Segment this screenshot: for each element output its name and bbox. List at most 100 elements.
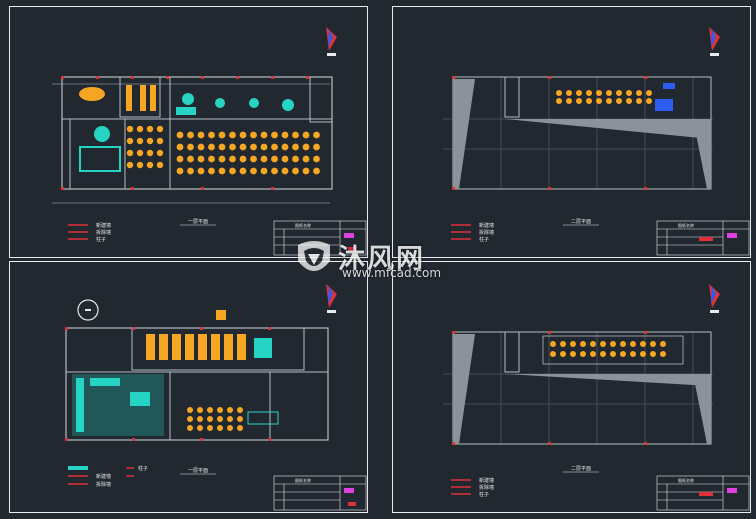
fixture-mark (556, 90, 562, 96)
fixture-mark (146, 161, 154, 169)
fixture-mark (302, 131, 310, 139)
fixture-mark (271, 131, 278, 139)
floor-plan-2: 新建墙 拆除墙 柱子 二层平面 图纸名称 (443, 27, 750, 256)
fixture-mark (197, 167, 205, 175)
fixture-mark (218, 155, 226, 163)
fixture-mark (146, 137, 154, 145)
sheet-caption: 二层平面 (571, 219, 591, 225)
fixture-mark (187, 425, 193, 431)
floor-plan-1: 新建墙 拆除墙 柱子 一层平面 图纸名称 (52, 27, 367, 256)
fixture-mark (550, 341, 556, 347)
fixture-mark (197, 131, 205, 139)
fixture-mark (237, 407, 243, 413)
fixture-mark (586, 98, 592, 104)
fixture-mark (218, 131, 226, 139)
fixture-mark (208, 167, 215, 175)
fixture-mark (271, 167, 278, 175)
fixture-mark (550, 351, 556, 357)
fixture-mark (570, 351, 576, 357)
fixture-mark (176, 155, 184, 163)
section-marker-icon (77, 299, 99, 321)
booth-mark (224, 334, 233, 360)
drawing-sheet-bottom-right[interactable]: 新建墙 拆除墙 柱子 二层平面 图纸名称 (392, 261, 751, 513)
fixture-mark (590, 341, 596, 347)
sheet-caption: 一层平面 (188, 219, 208, 225)
booth-mark (211, 334, 220, 360)
fixture-mark (630, 351, 636, 357)
fixture-mark (227, 407, 233, 413)
fixture-mark (260, 131, 268, 139)
fixture-mark (650, 351, 656, 357)
fixture-mark (237, 425, 243, 431)
fixture-mark (156, 149, 164, 157)
fixture-mark (126, 137, 134, 145)
fixture-mark (576, 98, 582, 104)
fixture-mark (176, 131, 184, 139)
legend-label: 新建墙 (479, 222, 494, 229)
booth-mark (159, 334, 168, 360)
fixture-mark (229, 131, 236, 139)
fixture-mark (302, 155, 310, 163)
fixture-mark (156, 125, 164, 133)
north-arrow-icon (326, 27, 337, 56)
fixture-mark (187, 155, 194, 163)
fixture-mark (229, 143, 236, 151)
fixture-mark (302, 143, 310, 151)
fixture-mark (136, 125, 144, 133)
fixture-mark (218, 143, 226, 151)
fixture-mark (620, 351, 626, 357)
fixture-mark (208, 143, 215, 151)
fixture-mark (626, 90, 632, 96)
fixture-mark (596, 90, 602, 96)
fixture-mark (596, 98, 602, 104)
fixture-mark (208, 131, 215, 139)
fixture-mark (580, 341, 586, 347)
legend-label: 柱子 (479, 236, 489, 243)
fixture-mark (197, 425, 203, 431)
fixture-mark (156, 137, 164, 145)
fixture-mark (620, 341, 626, 347)
fixture-mark (187, 407, 193, 413)
fixture-mark (556, 98, 562, 104)
fixture-mark (281, 155, 289, 163)
drawing-sheet-top-right[interactable]: 新建墙 拆除墙 柱子 二层平面 图纸名称 (392, 6, 751, 258)
fixture-mark (217, 407, 223, 413)
fixture-mark (646, 98, 652, 104)
fixture-mark (281, 131, 289, 139)
fixture-mark (660, 341, 666, 347)
legend-label: 柱子 (479, 491, 489, 498)
fixture-mark (136, 137, 144, 145)
fixture-mark (136, 149, 144, 157)
fixture-mark (616, 98, 622, 104)
fixture-mark (636, 90, 642, 96)
fixture-mark (136, 161, 144, 169)
fixture-mark (292, 143, 299, 151)
fixture-mark (126, 149, 134, 157)
fixture-mark (630, 341, 636, 347)
fixture-mark (586, 90, 592, 96)
legend-label: 拆除墙 (479, 229, 494, 236)
fixture-mark (606, 98, 612, 104)
fixture-mark (208, 155, 215, 163)
fixture-mark (650, 341, 656, 347)
legend-label: 拆除墙 (96, 229, 111, 236)
fixture-mark (640, 341, 646, 347)
title-block-label: 图纸名称 (295, 222, 311, 228)
booth-mark (198, 334, 207, 360)
floor-plan-4: 新建墙 拆除墙 柱子 二层平面 图纸名称 (443, 284, 750, 511)
fixture-mark (566, 98, 572, 104)
north-arrow-icon (709, 27, 720, 56)
fixture-mark (260, 143, 268, 151)
fixture-mark (292, 131, 299, 139)
legend-label: 拆除墙 (479, 484, 494, 491)
fixture-mark (229, 167, 236, 175)
fixture-mark (313, 167, 320, 175)
north-arrow-icon (326, 284, 337, 313)
fixture-mark (176, 143, 184, 151)
legend-label: 新建墙 (479, 477, 494, 484)
drawing-sheet-bottom-left[interactable]: 新建墙 拆除墙 柱子 一层平面 图纸名称 (9, 261, 368, 513)
fixture-mark (566, 90, 572, 96)
drawing-sheet-top-left[interactable]: 新建墙 拆除墙 柱子 一层平面 图纸名称 (9, 6, 368, 258)
booth-mark (237, 334, 246, 360)
fixture-mark (292, 155, 299, 163)
